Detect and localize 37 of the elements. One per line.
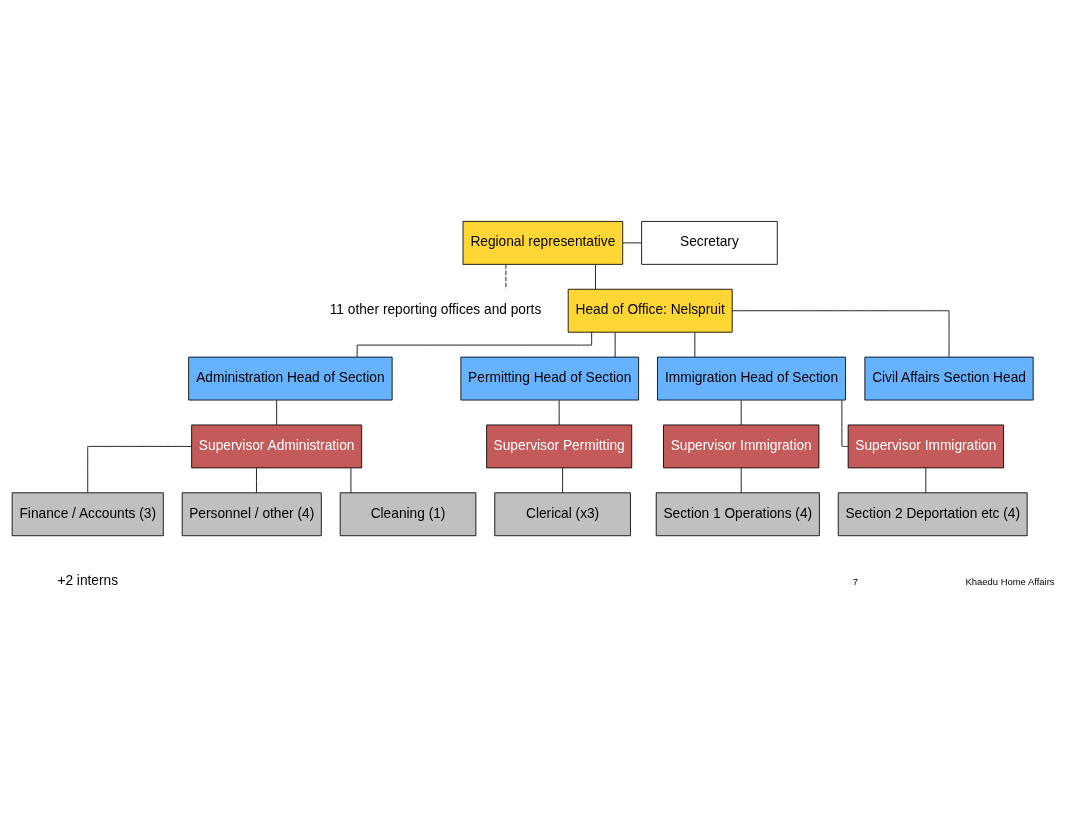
- connector: [505, 264, 507, 290]
- node-box: Section 1 Operations (4): [655, 492, 820, 537]
- node-box: Head of Office: Nelspruit: [567, 288, 733, 333]
- node-box: Finance / Accounts (3): [11, 492, 164, 537]
- node-box: Supervisor Administration: [191, 424, 363, 469]
- node-box: Regional representative: [462, 221, 624, 265]
- label: Khaedu Home Affairs: [965, 575, 1055, 587]
- connector: [622, 242, 642, 244]
- node-box: Section 2 Deportation etc (4): [837, 492, 1028, 537]
- connector: [87, 446, 192, 493]
- node-box: Administration Head of Section: [188, 356, 393, 401]
- label: +2 interns: [57, 573, 119, 589]
- node-box: Civil Affairs Section Head: [864, 356, 1034, 401]
- node-box: Cleaning (1): [339, 492, 477, 537]
- connector: [256, 467, 257, 494]
- node-box: Immigration Head of Section: [657, 356, 846, 401]
- node-text: 11 other reporting offices and ports: [329, 302, 542, 317]
- connector: [925, 467, 927, 494]
- node-box: Secretary: [641, 221, 778, 265]
- node-box: Supervisor Immigration: [663, 424, 820, 469]
- connector: [614, 332, 616, 358]
- node-box: Supervisor Permitting: [486, 424, 633, 469]
- connector: [562, 467, 564, 494]
- connector: [740, 467, 742, 494]
- connector: [595, 264, 596, 290]
- label: 7: [852, 575, 859, 587]
- connector: [350, 467, 352, 494]
- connector: [276, 400, 278, 426]
- node-box: Supervisor Immigration: [847, 424, 1004, 469]
- node-box: Personnel / other (4): [181, 492, 322, 537]
- connector: [731, 310, 950, 358]
- node-box: Clerical (x3): [494, 492, 631, 537]
- connector: [740, 400, 742, 426]
- connector: [694, 332, 696, 358]
- connector: [558, 400, 560, 426]
- node-box: Permitting Head of Section: [460, 356, 640, 401]
- connector: [841, 400, 849, 447]
